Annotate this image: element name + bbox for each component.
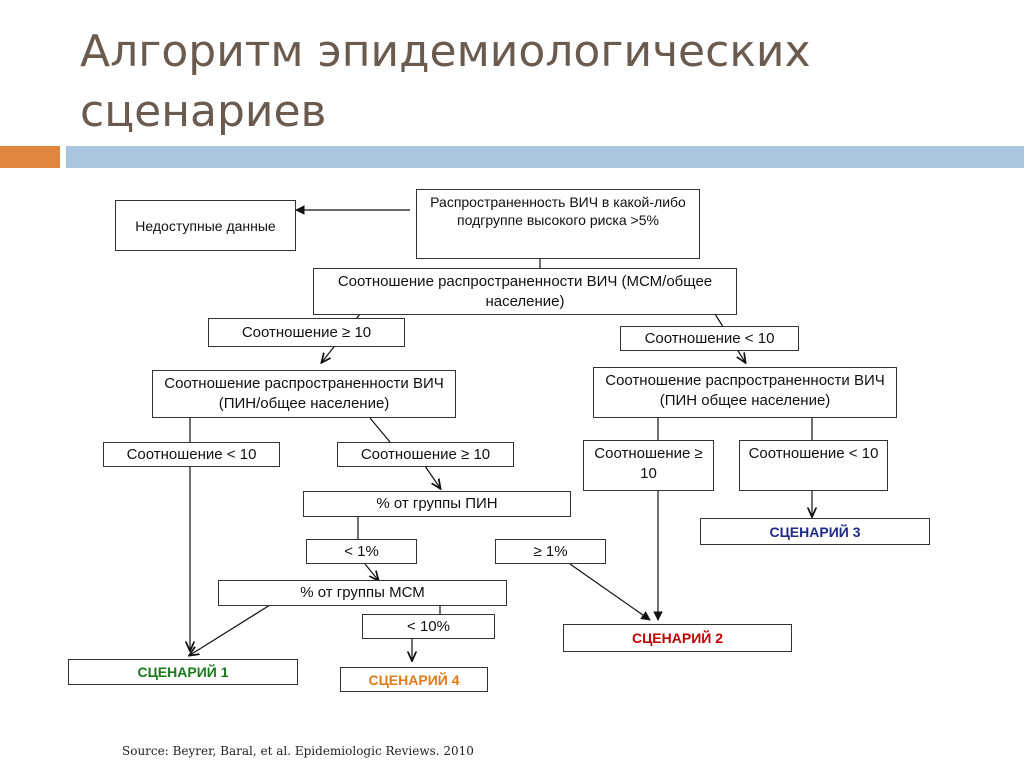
arrow-ge10-to-pctpwid [424, 465, 440, 488]
node-rr-ratio-ge10: Соотношение ≥ 10 [583, 440, 714, 491]
accent-bar-orange [0, 146, 60, 168]
node-ratio-lt10-right: Соотношение < 10 [620, 326, 799, 351]
node-scenario-1: СЦЕНАРИЙ 1 [68, 659, 298, 685]
node-prevalence-high-risk: Распространенность ВИЧ в какой-либо подг… [416, 189, 700, 259]
arrow-ge1-to-scenario2 [569, 563, 651, 621]
arrow-pwid-to-ge10 [369, 417, 391, 443]
arrow-pctmsm-to-scenario1 [190, 604, 271, 655]
node-unavailable-data: Недоступные данные [115, 200, 296, 251]
slide-title: Алгоритм эпидемиологических сценариев [80, 26, 811, 137]
node-pct-pwid: % от группы ПИН [303, 491, 571, 517]
node-ll-ratio-lt10: Соотношение < 10 [103, 442, 280, 467]
arrow-lt1-to-pctmsm [364, 563, 378, 580]
node-ge1pct: ≥ 1% [495, 539, 606, 564]
node-ratio-ge10-left: Соотношение ≥ 10 [208, 318, 405, 347]
node-lt1pct: < 1% [306, 539, 417, 564]
node-ratio-pwid-right: Соотношение распространенности ВИЧ (ПИН … [593, 367, 897, 418]
node-scenario-3: СЦЕНАРИЙ 3 [700, 518, 930, 545]
node-scenario-2: СЦЕНАРИЙ 2 [563, 624, 792, 652]
node-lt10pct: < 10% [362, 614, 495, 639]
node-ratio-pwid-left: Соотношение распространенности ВИЧ (ПИН/… [152, 370, 456, 418]
node-ratio-msm: Соотношение распространенности ВИЧ (МСМ/… [313, 268, 737, 315]
source-citation: Source: Beyrer, Baral, et al. Epidemiolo… [122, 744, 474, 758]
accent-bar-blue [66, 146, 1024, 168]
node-scenario-4: СЦЕНАРИЙ 4 [340, 667, 488, 692]
node-ll-ratio-ge10: Соотношение ≥ 10 [337, 442, 514, 467]
node-pct-msm: % от группы МСМ [218, 580, 507, 606]
node-rr-ratio-lt10: Соотношение < 10 [739, 440, 888, 491]
